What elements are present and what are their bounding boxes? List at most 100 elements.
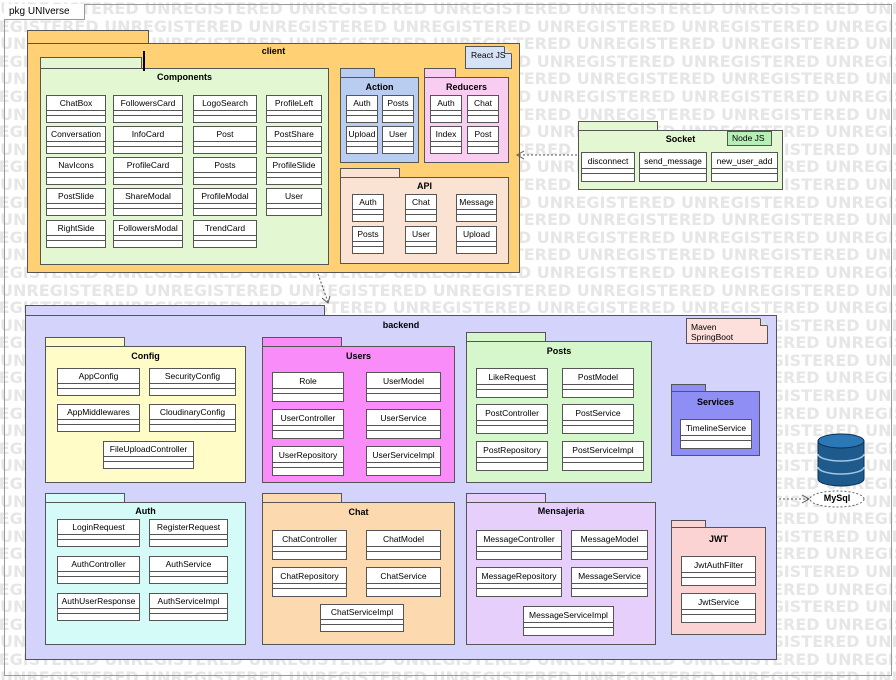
class-box-registerrequest[interactable]: RegisterRequest [149, 519, 228, 547]
class-box-upload[interactable]: Upload [346, 126, 378, 154]
class-box-post[interactable]: Post [467, 126, 499, 154]
chat-package-tab [262, 493, 342, 503]
jwt-title: JWT [709, 534, 728, 544]
class-box-usermodel[interactable]: UserModel [366, 372, 441, 402]
class-box-message[interactable]: Message [456, 194, 497, 222]
class-box-loginrequest[interactable]: LoginRequest [57, 519, 140, 547]
class-box-chatmodel[interactable]: ChatModel [366, 530, 441, 560]
class-box-postslide[interactable]: PostSlide [46, 188, 106, 216]
class-box-profileleft[interactable]: ProfileLeft [266, 95, 322, 123]
class-box-upload[interactable]: Upload [456, 226, 497, 254]
api-title: API [416, 181, 432, 191]
class-box-chatcontroller[interactable]: ChatController [272, 530, 347, 560]
class-box-logosearch[interactable]: LogoSearch [193, 95, 257, 123]
client-to-backend-dependency [317, 273, 331, 304]
class-box-chatservice[interactable]: ChatService [366, 567, 441, 597]
class-box-postrepository[interactable]: PostRepository [476, 441, 548, 471]
class-box-authuserresponse[interactable]: AuthUserResponse [57, 593, 140, 621]
class-attributes-compartment [582, 169, 634, 175]
class-box-send-message[interactable]: send_message [639, 152, 707, 182]
class-box-chat[interactable]: Chat [405, 194, 437, 222]
auth-title: Auth [135, 506, 156, 516]
class-box-conversation[interactable]: Conversation [46, 126, 106, 154]
class-box-chatbox[interactable]: ChatBox [46, 95, 106, 123]
class-attributes-compartment [273, 547, 346, 553]
class-box-appconfig[interactable]: AppConfig [57, 368, 140, 396]
class-name: NavIcons [47, 158, 105, 174]
class-box-authcontroller[interactable]: AuthController [57, 556, 140, 584]
class-name: PostShare [267, 127, 321, 143]
class-box-postshare[interactable]: PostShare [266, 126, 322, 154]
class-box-auth[interactable]: Auth [430, 95, 462, 123]
class-box-userrepository[interactable]: UserRepository [272, 446, 344, 476]
class-name: ChatModel [367, 531, 440, 548]
class-name: Role [273, 373, 343, 390]
class-box-user[interactable]: User [382, 126, 414, 154]
class-attributes-compartment [321, 620, 403, 625]
class-box-postserviceimpl[interactable]: PostServiceImpl [562, 441, 644, 471]
class-box-messagerepository[interactable]: MessageRepository [476, 567, 562, 597]
class-box-navicons[interactable]: NavIcons [46, 157, 106, 185]
class-attributes-compartment [477, 458, 547, 464]
class-box-fileuploadcontroller[interactable]: FileUploadController [103, 441, 194, 469]
class-name: LogoSearch [194, 96, 256, 112]
class-attributes-compartment [563, 458, 643, 464]
class-box-postservice[interactable]: PostService [562, 404, 634, 434]
class-box-rightside[interactable]: RightSide [46, 220, 106, 248]
class-box-role[interactable]: Role [272, 372, 344, 402]
class-name: UserServiceImpl [367, 447, 440, 464]
class-box-user[interactable]: User [266, 188, 322, 216]
class-name: PostSlide [47, 189, 105, 205]
class-box-jwtauthfilter[interactable]: JwtAuthFilter [681, 556, 756, 586]
class-box-profilecard[interactable]: ProfileCard [113, 157, 183, 185]
class-box-userservice[interactable]: UserService [366, 409, 441, 439]
class-box-posts[interactable]: Posts [382, 95, 414, 123]
class-box-userserviceimpl[interactable]: UserServiceImpl [366, 446, 441, 476]
class-box-usercontroller[interactable]: UserController [272, 409, 344, 439]
class-box-messageserviceimpl[interactable]: MessageServiceImpl [523, 606, 614, 636]
class-box-profilemodal[interactable]: ProfileModal [193, 188, 257, 216]
class-attributes-compartment [47, 173, 105, 178]
class-box-chatrepository[interactable]: ChatRepository [272, 567, 347, 597]
class-attributes-compartment [150, 384, 235, 389]
class-box-followerscard[interactable]: FollowersCard [113, 95, 183, 123]
class-name: ProfileCard [114, 158, 182, 174]
class-name: ChatServiceImpl [321, 605, 403, 621]
class-box-postcontroller[interactable]: PostController [476, 404, 548, 434]
class-box-new-user-add[interactable]: new_user_add [711, 152, 778, 182]
class-box-disconnect[interactable]: disconnect [581, 152, 635, 182]
class-box-posts[interactable]: Posts [352, 226, 384, 254]
class-box-sharemodal[interactable]: ShareModal [113, 188, 183, 216]
class-box-profileslide[interactable]: ProfileSlide [266, 157, 322, 185]
class-box-messagecontroller[interactable]: MessageController [476, 530, 562, 560]
class-box-auth[interactable]: Auth [346, 95, 378, 123]
class-box-authserviceimpl[interactable]: AuthServiceImpl [149, 593, 228, 621]
class-box-infocard[interactable]: InfoCard [113, 126, 183, 154]
class-name: User [267, 189, 321, 205]
class-box-postmodel[interactable]: PostModel [562, 368, 634, 398]
class-name: User [383, 127, 413, 143]
springboot-note-line: SpringBoot [691, 332, 734, 342]
class-box-messagemodel[interactable]: MessageModel [571, 530, 648, 560]
class-name: PostController [477, 405, 547, 422]
class-box-chat[interactable]: Chat [467, 95, 499, 123]
class-box-posts[interactable]: Posts [193, 157, 257, 185]
class-box-post[interactable]: Post [193, 126, 257, 154]
class-box-trendcard[interactable]: TrendCard [193, 220, 257, 248]
class-box-index[interactable]: Index [430, 126, 462, 154]
class-box-followersmodal[interactable]: FollowersModal [113, 220, 183, 248]
class-box-appmiddlewares[interactable]: AppMiddlewares [57, 404, 140, 432]
class-box-cloudinaryconfig[interactable]: CloudinaryConfig [149, 404, 236, 432]
class-box-user[interactable]: User [405, 226, 437, 254]
class-box-securityconfig[interactable]: SecurityConfig [149, 368, 236, 396]
class-box-auth[interactable]: Auth [352, 194, 384, 222]
class-attributes-compartment [477, 584, 561, 590]
class-name: Auth [347, 96, 377, 112]
class-box-messageservice[interactable]: MessageService [571, 567, 648, 597]
class-box-timelineservice[interactable]: TimelineService [680, 419, 752, 449]
class-box-authservice[interactable]: AuthService [149, 556, 228, 584]
class-box-jwtservice[interactable]: JwtService [681, 593, 756, 623]
class-box-likerequest[interactable]: LikeRequest [476, 368, 548, 398]
class-box-chatserviceimpl[interactable]: ChatServiceImpl [320, 604, 404, 632]
class-name: UserController [273, 410, 343, 427]
